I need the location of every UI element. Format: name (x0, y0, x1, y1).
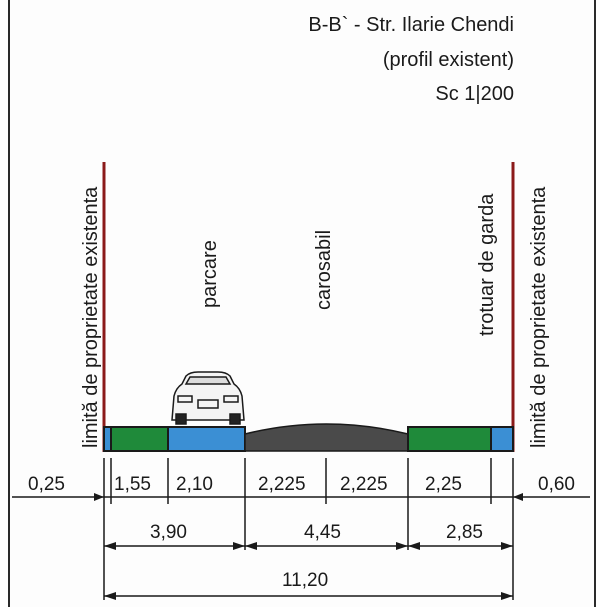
car-icon (171, 371, 245, 425)
left-curb-blue (103, 426, 112, 452)
left-property-limit-label: limită de proprietate existenta (80, 186, 102, 448)
dim-2-225-right: 2,225 (340, 474, 388, 495)
dim-2-85: 2,85 (446, 522, 483, 543)
right-curb-blue (490, 426, 514, 452)
section-title: B-B` - Str. Ilarie Chendi (308, 14, 514, 36)
drawing-frame (8, 0, 596, 607)
dim-1-55: 1,55 (114, 474, 151, 495)
dim-0-25: 0,25 (28, 474, 65, 495)
dim-arrows-row2 (104, 542, 513, 550)
roadway-asphalt (244, 423, 409, 452)
roadway-label: carosabil (313, 230, 335, 310)
dim-4-45: 4,45 (304, 522, 341, 543)
parking-label: parcare (199, 240, 221, 308)
dim-0-60: 0,60 (538, 474, 575, 495)
right-property-limit-label: limită de proprietate existenta (528, 186, 550, 448)
dim-11-20: 11,20 (282, 570, 328, 591)
dim-2-25: 2,25 (425, 474, 462, 495)
sidewalk-label: trotuar de garda (476, 193, 498, 336)
section-subtitle: (profil existent) (382, 49, 514, 71)
dim-arrows-row1 (94, 493, 523, 501)
scale-label: Sc 1|200 (435, 83, 514, 105)
dim-3-90: 3,90 (150, 522, 187, 543)
dim-ticks-row1 (103, 458, 514, 600)
dim-2-10: 2,10 (176, 474, 213, 495)
dim-2-225-left: 2,225 (258, 474, 306, 495)
right-green-strip (407, 426, 492, 452)
parking-strip (167, 426, 246, 452)
left-green-strip (110, 426, 169, 452)
dim-arrows-row3 (104, 592, 513, 600)
